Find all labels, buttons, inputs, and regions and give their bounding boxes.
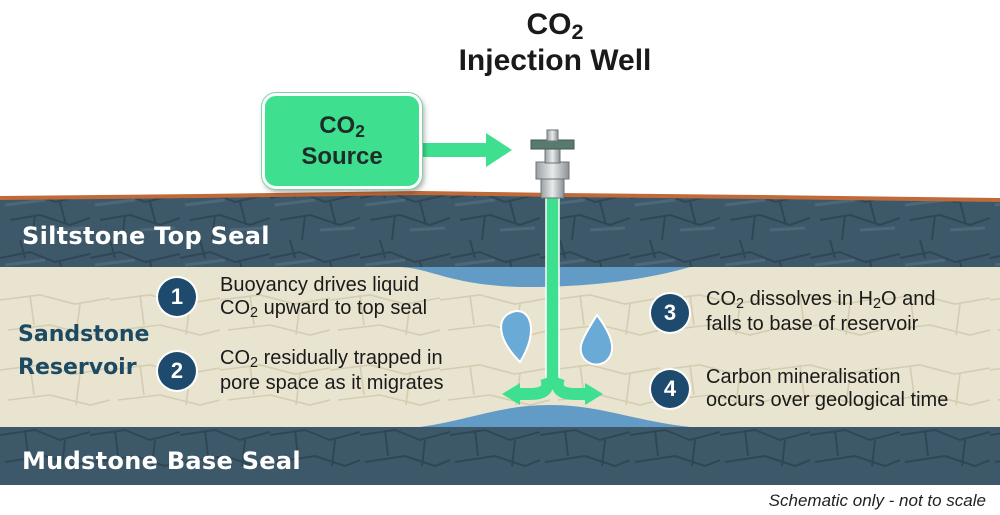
step-1-badge: 1 <box>158 278 196 316</box>
base-seal-layer <box>0 427 1000 485</box>
reservoir-label: Sandstone Reservoir <box>18 322 150 380</box>
step-2-text: CO2 residually trapped in pore space as … <box>220 347 444 394</box>
droplet-icon <box>579 313 614 366</box>
base-seal-label: Mudstone Base Seal <box>22 447 301 475</box>
top-seal-label: Siltstone Top Seal <box>22 222 270 250</box>
droplet-icon <box>500 310 533 364</box>
ground-surface-line <box>0 190 1000 202</box>
step-3-badge: 3 <box>651 294 689 332</box>
step-1-text: Buoyancy drives liquid CO2 upward to top… <box>220 274 428 322</box>
step-4-badge: 4 <box>651 370 689 408</box>
step-4-text: Carbon mineralisation occurs over geolog… <box>706 366 949 411</box>
scale-footnote: Schematic only - not to scale <box>768 491 986 510</box>
co2-source-box: CO2 Source <box>262 93 422 189</box>
top-seal-layer <box>0 190 1000 267</box>
wellhead-icon <box>530 129 575 199</box>
co2-pool-base <box>420 405 690 427</box>
diagram-title: CO2 Injection Well <box>458 8 652 77</box>
step-3-text: CO2 dissolves in H2O and falls to base o… <box>706 288 936 335</box>
source-arrow <box>418 133 512 167</box>
co2-plume-top <box>400 267 690 288</box>
step-2-badge: 2 <box>158 352 196 390</box>
